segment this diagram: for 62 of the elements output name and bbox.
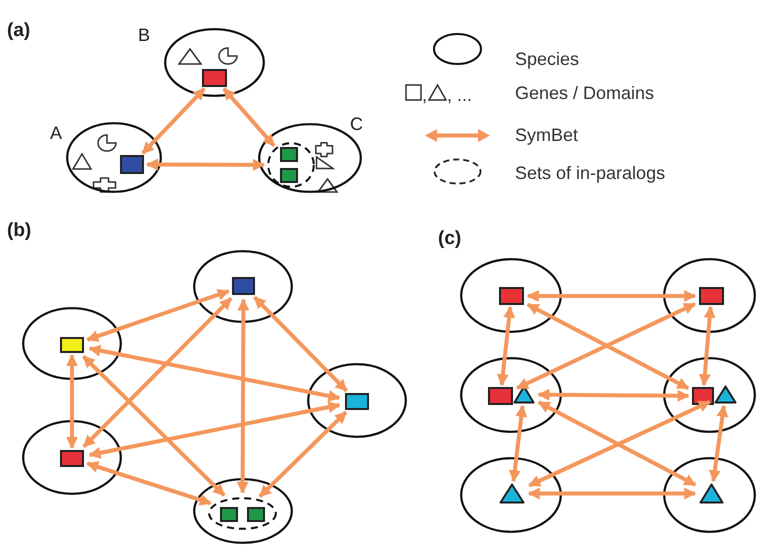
species-ellipse [193, 478, 293, 544]
legend-text: Sets of in-paralogs [515, 164, 666, 182]
species-label: C [350, 115, 363, 133]
panel-label: (b) [7, 221, 32, 240]
gene-square [699, 287, 724, 305]
panel-label: (c) [438, 229, 462, 248]
gene-square [488, 387, 513, 405]
gene-square [247, 507, 265, 522]
double-headed-arrow [88, 344, 340, 402]
species-ellipse [307, 363, 407, 438]
gene-triangle [714, 385, 737, 404]
double-headed-arrow [708, 404, 728, 482]
gene-square [220, 507, 238, 522]
gene-square [280, 147, 298, 162]
double-headed-arrow [508, 404, 528, 482]
double-headed-arrow [236, 298, 250, 494]
double-headed-arrow [82, 297, 233, 448]
double-headed-arrow [222, 87, 276, 148]
double-headed-arrow [496, 306, 516, 386]
double-headed-arrow [528, 488, 696, 500]
double-headed-arrow [66, 354, 78, 449]
double-headed-arrow [86, 288, 230, 342]
species-ellipse [22, 420, 122, 495]
dashed-ellipse [208, 497, 277, 530]
double-headed-arrow [141, 87, 206, 155]
species-ellipse [663, 258, 756, 333]
double-headed-arrow [698, 306, 716, 386]
species-ellipse [663, 457, 756, 533]
legend-text: , ... [447, 86, 472, 104]
species-ellipse [460, 258, 562, 333]
dashed-ellipse [267, 142, 315, 188]
legend-text: Species [515, 50, 580, 68]
gene-square [60, 450, 84, 467]
gene-triangle [499, 483, 525, 504]
gene-square [499, 287, 524, 305]
gene-square [692, 387, 714, 405]
double-headed-arrow [82, 354, 226, 497]
gene-square [202, 69, 227, 87]
species-ellipse [663, 357, 756, 433]
legend-text: SymBet [515, 126, 578, 144]
double-headed-arrow [88, 401, 340, 459]
legend-text: , [422, 86, 428, 104]
species-ellipse [193, 250, 293, 323]
species-ellipse [460, 357, 562, 433]
double-headed-arrow [526, 290, 696, 302]
gene-square [280, 168, 298, 183]
double-headed-arrow [253, 296, 348, 392]
double-headed-arrow [146, 158, 265, 171]
species-label: B [138, 26, 150, 44]
gene-square [232, 277, 255, 295]
double-headed-arrow [86, 461, 212, 506]
double-headed-arrow [537, 388, 690, 402]
species-label: A [50, 124, 62, 142]
species-ellipse [22, 307, 122, 380]
panel-label: (a) [7, 21, 30, 40]
species-ellipse [460, 457, 562, 533]
gene-square [345, 393, 369, 410]
legend-text: Genes / Domains [515, 84, 654, 102]
gene-triangle [699, 483, 724, 504]
gene-square [120, 155, 144, 174]
double-headed-arrow [258, 410, 348, 498]
gene-square [60, 337, 84, 353]
